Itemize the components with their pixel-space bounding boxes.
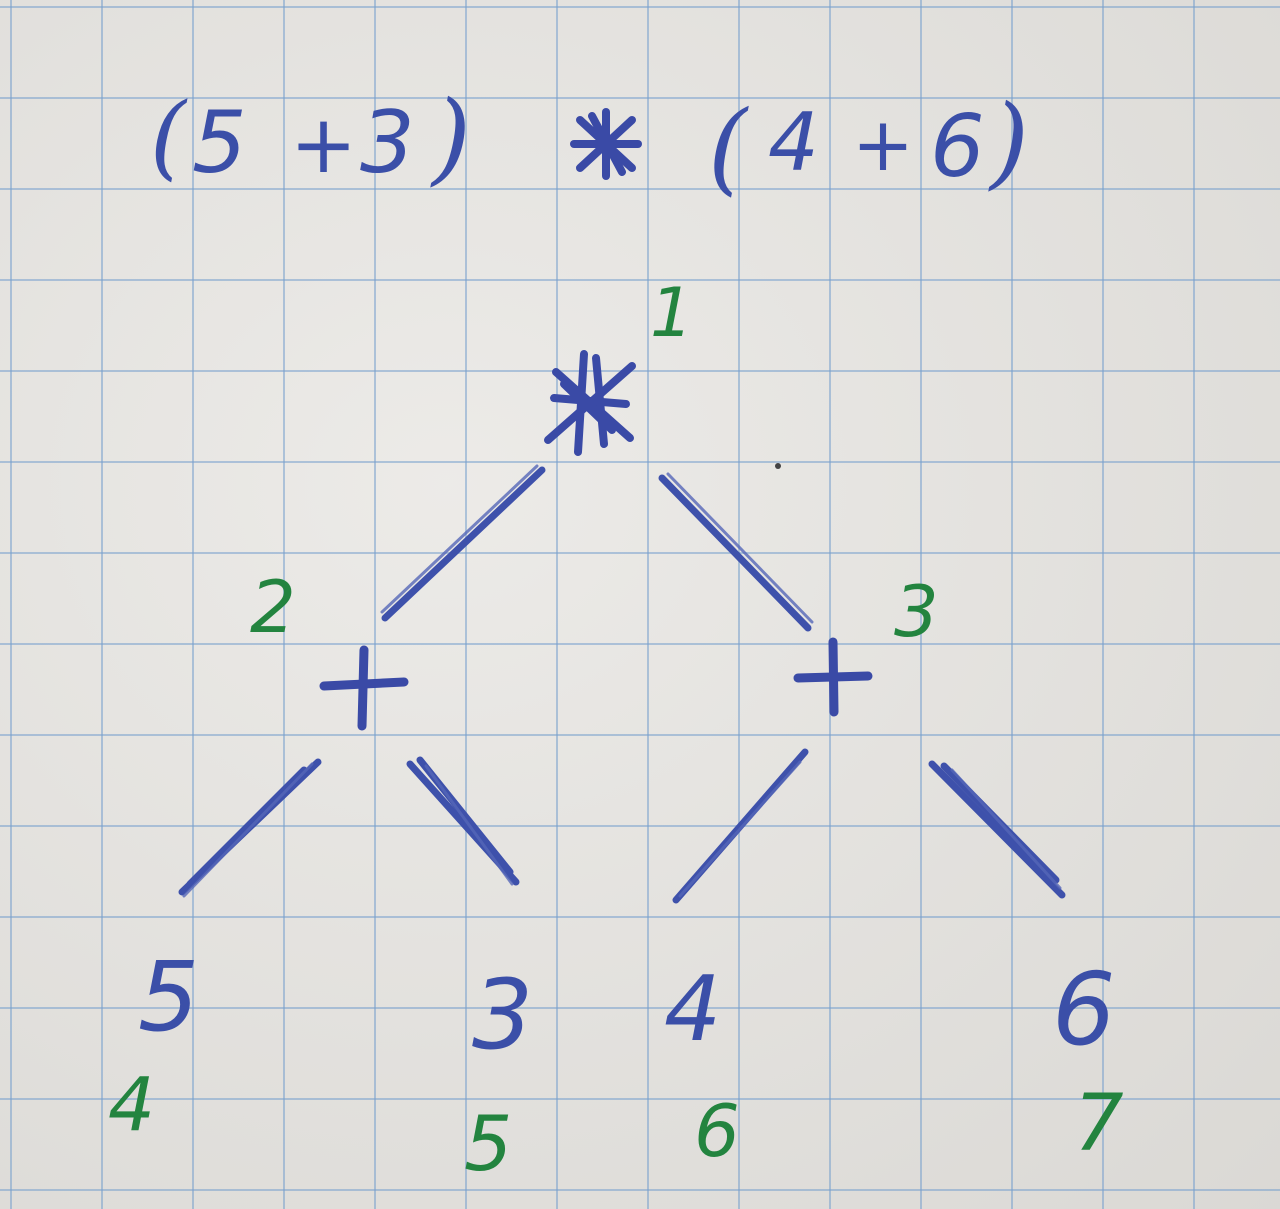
leaf-value: 3: [472, 959, 533, 1071]
leaf-order-label: 4: [108, 1062, 155, 1148]
expression-close-paren-right: ): [988, 83, 1029, 200]
leaf-order-label: 6: [694, 1089, 740, 1173]
right-node-order-label: 3: [894, 571, 939, 653]
expression-open-paren-left: (: [150, 83, 188, 190]
edge-root-to-left: [380, 464, 546, 622]
root-multiply-star: [544, 350, 636, 456]
leaf-order-label: 5: [464, 1099, 512, 1188]
tree-root-node: * 1: [544, 274, 693, 456]
expression-operand-6: 6: [930, 97, 985, 197]
leaf-value: 6: [1052, 951, 1116, 1068]
tree-edges: [178, 464, 1066, 904]
expression-plus-left: +: [290, 98, 357, 191]
tree-leaves: 5 4 3 5 4 6 6 7: [108, 941, 1124, 1188]
leaf-value: 4: [664, 957, 721, 1062]
expression-operand-4: 4: [768, 96, 819, 189]
root-symbol: *: [590, 419, 591, 421]
expression-operand-3: 3: [360, 93, 415, 193]
leaf-value: 5: [138, 941, 199, 1053]
tree-left-plus-node: + 2: [250, 565, 409, 731]
expression-close-paren-left: ): [430, 79, 471, 196]
left-node-order-label: 2: [250, 565, 296, 649]
pen-dot: [775, 463, 781, 469]
expression-open-paren-right: (: [708, 89, 749, 206]
edge-left-to-leaf-5: [178, 758, 322, 898]
edge-root-to-right: [658, 472, 814, 632]
tree-right-plus-node: + 3: [793, 571, 939, 717]
expression-plus-right: +: [852, 102, 914, 188]
expression-multiply-symbol: *: [598, 169, 599, 171]
root-order-label: 1: [650, 274, 693, 353]
expression-multiply-star: [570, 108, 642, 180]
expression-text: ( 5 + 3 ) * ( 4 + 6 ): [150, 79, 1029, 206]
edge-left-to-leaf-3: [406, 756, 520, 886]
edge-right-to-leaf-4: [672, 748, 809, 904]
leaf-order-label: 7: [1074, 1079, 1124, 1169]
expression-operand-5: 5: [192, 93, 247, 193]
edge-right-to-leaf-6: [928, 760, 1066, 899]
